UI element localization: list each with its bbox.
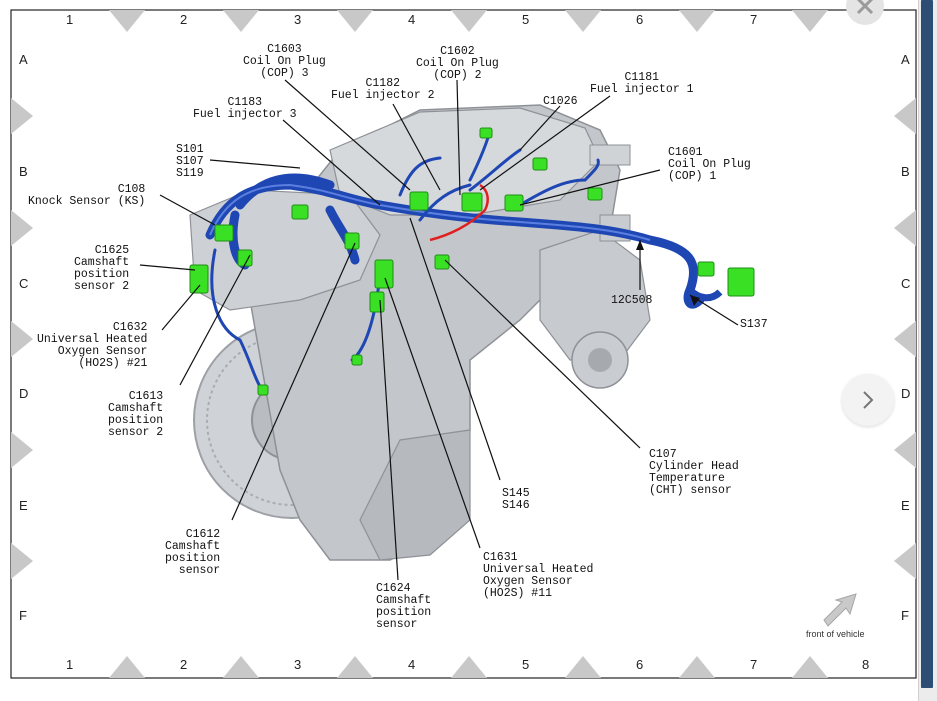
label-c1613: C1613 Camshaft position sensor 2 bbox=[108, 390, 164, 439]
grid-row-A-right: A bbox=[901, 52, 910, 67]
label-c1631: C1631 Universal Heated Oxygen Sensor (HO… bbox=[483, 551, 594, 600]
grid-row-F-left: F bbox=[19, 608, 27, 623]
wiring-harness bbox=[205, 128, 723, 392]
label-c1601: C1601 Coil On Plug (COP) 1 bbox=[668, 146, 751, 183]
grid-column-6-bottom: 6 bbox=[636, 657, 644, 672]
grid-row-B-left: B bbox=[19, 164, 28, 179]
label-c1026: C1026 bbox=[543, 95, 578, 108]
engine-illustration bbox=[189, 104, 651, 561]
grid-row-B-right: B bbox=[901, 164, 910, 179]
label-c1612: C1612 Camshaft position sensor bbox=[165, 528, 221, 577]
label-s101: S101 S107 S119 bbox=[176, 143, 204, 180]
label-c1624: C1624 Camshaft position sensor bbox=[376, 582, 432, 631]
grid-column-2-top: 2 bbox=[180, 12, 188, 27]
grid-row-D-left: D bbox=[19, 386, 29, 401]
grid-row-D-right: D bbox=[901, 386, 911, 401]
front-of-vehicle-arrow-icon bbox=[823, 593, 857, 627]
grid-row-A-left: A bbox=[19, 52, 28, 67]
label-c1182: C1182 Fuel injector 2 bbox=[331, 77, 435, 102]
grid-column-3-top: 3 bbox=[294, 12, 302, 27]
grid-frame bbox=[10, 9, 917, 679]
label-c107: C107 Cylinder Head Temperature (CHT) sen… bbox=[649, 448, 739, 497]
grid-row-E-right: E bbox=[901, 498, 910, 513]
grid-row-F-right: F bbox=[901, 608, 909, 623]
grid-column-5-bottom: 5 bbox=[522, 657, 530, 672]
grid-column-7-top: 7 bbox=[750, 12, 758, 27]
grid-column-6-top: 6 bbox=[636, 12, 644, 27]
leader-lines bbox=[139, 79, 739, 581]
grid-row-C-left: C bbox=[19, 276, 29, 291]
grid-column-5-top: 5 bbox=[522, 12, 530, 27]
label-c1602: C1602 Coil On Plug (COP) 2 bbox=[416, 45, 499, 82]
label-c1632: C1632 Universal Heated Oxygen Sensor (HO… bbox=[37, 321, 148, 370]
label-c108: C108 Knock Sensor (KS) bbox=[28, 183, 146, 208]
grid-column-4-top: 4 bbox=[408, 12, 416, 27]
label-c1183: C1183 Fuel injector 3 bbox=[193, 96, 297, 121]
chevron-right-icon bbox=[863, 391, 874, 409]
grid-column-1-bottom: 1 bbox=[66, 657, 74, 672]
connectors bbox=[189, 127, 755, 396]
grid-row-E-left: E bbox=[19, 498, 28, 513]
scrollbar-thumb[interactable] bbox=[921, 0, 933, 688]
vertical-scrollbar[interactable] bbox=[918, 0, 937, 701]
grid-column-4-bottom: 4 bbox=[408, 657, 416, 672]
grid-column-2-bottom: 2 bbox=[180, 657, 188, 672]
close-button[interactable] bbox=[845, 0, 885, 26]
label-s145: S145 S146 bbox=[502, 487, 530, 512]
label-s137: S137 bbox=[740, 318, 768, 331]
next-page-button[interactable] bbox=[842, 374, 894, 426]
label-c1625: C1625 Camshaft position sensor 2 bbox=[74, 244, 130, 293]
close-icon bbox=[846, 0, 884, 25]
label-c1603: C1603 Coil On Plug (COP) 3 bbox=[243, 43, 326, 80]
grid-column-3-bottom: 3 bbox=[294, 657, 302, 672]
grid-column-7-bottom: 7 bbox=[750, 657, 758, 672]
label-12c508: 12C508 bbox=[611, 294, 653, 307]
label-c1181: C1181 Fuel injector 1 bbox=[590, 71, 694, 96]
grid-column-1-top: 1 bbox=[66, 12, 74, 27]
grid-column-8-bottom: 8 bbox=[862, 657, 870, 672]
front-of-vehicle-label: front of vehicle bbox=[806, 629, 865, 639]
grid-row-C-right: C bbox=[901, 276, 911, 291]
